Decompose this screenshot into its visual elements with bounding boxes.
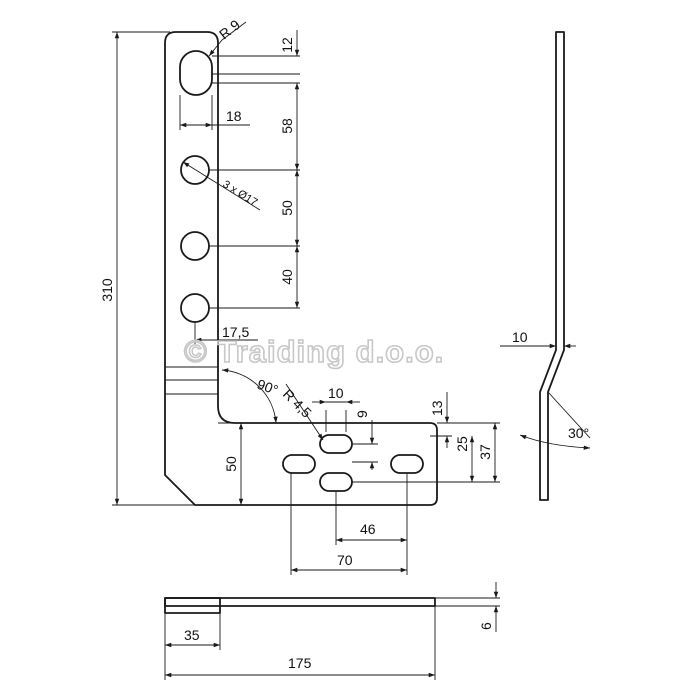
dim-35: 35 (184, 627, 200, 643)
bottom-plate (164, 597, 436, 607)
bottom-upright (164, 597, 221, 614)
bottom-view: 6 35 175 (164, 582, 500, 680)
dim-175: 175 (288, 655, 312, 671)
dim-12: 12 (279, 37, 295, 53)
dim-37: 37 (477, 444, 493, 460)
dim-angle-90: 90° (255, 376, 280, 398)
dim-58: 58 (279, 118, 295, 134)
dim-r9: R 9 (216, 16, 243, 42)
front-view (164, 31, 438, 506)
dim-70: 70 (337, 552, 353, 568)
watermark: © Traiding d.o.o. (184, 334, 444, 369)
side-view: 10 30° (500, 31, 591, 501)
dim-r4-5: R 4,5 (280, 386, 315, 421)
dim-310: 310 (99, 278, 115, 302)
side-profile (539, 31, 565, 501)
dim-10-side: 10 (512, 329, 528, 345)
foot-slot (319, 472, 353, 492)
hole (180, 231, 210, 261)
dim-18: 18 (226, 108, 242, 124)
dim-17-5: 17,5 (222, 324, 249, 340)
dim-46: 46 (360, 521, 376, 537)
dim-50: 50 (279, 200, 295, 216)
top-slot (179, 50, 213, 96)
foot-slot (282, 454, 316, 474)
dim-6: 6 (478, 622, 494, 630)
dimensions-upright: 12 58 50 40 R 9 18 3 x Ø17 310 17,5 (99, 16, 300, 506)
bracket-outline (164, 31, 438, 506)
foot-slot (319, 434, 353, 454)
dim-50-foot: 50 (223, 456, 239, 472)
dim-13: 13 (429, 400, 445, 416)
foot-slot (390, 454, 424, 474)
dim-25: 25 (454, 436, 470, 452)
dimensions-foot: 90° R 4,5 10 9 13 25 37 50 (218, 368, 500, 575)
dim-angle-30: 30° (568, 425, 589, 441)
dim-10-slot: 10 (328, 385, 344, 401)
dim-40: 40 (279, 269, 295, 285)
dim-holes: 3 x Ø17 (220, 178, 259, 209)
hole (180, 293, 210, 323)
dim-9: 9 (354, 410, 370, 418)
